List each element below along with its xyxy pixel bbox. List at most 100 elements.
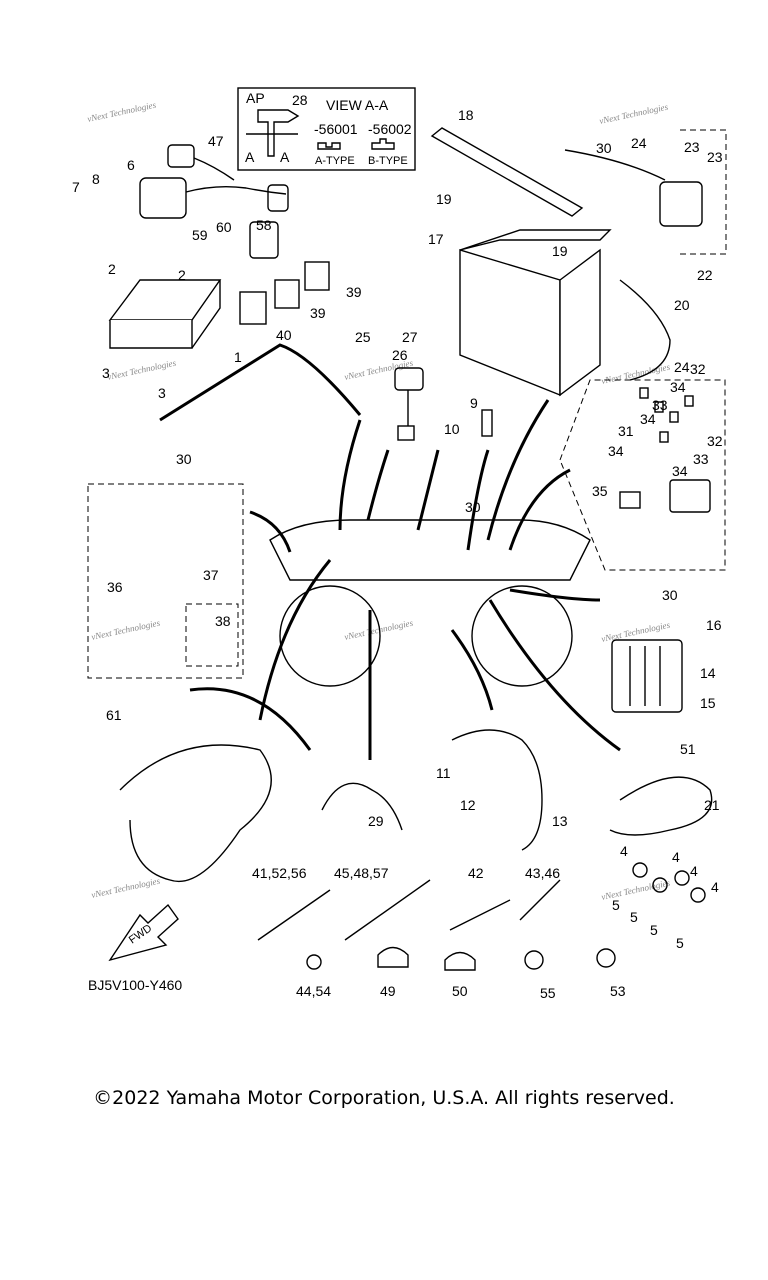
- callout: 27: [402, 329, 418, 345]
- callout: 8: [92, 171, 100, 187]
- watermark: vNext Technologies: [600, 878, 671, 902]
- section-a-right: A: [280, 149, 290, 165]
- copyright-notice: ©2022 Yamaha Motor Corporation, U.S.A. A…: [93, 1087, 675, 1109]
- callout-labels: 1 2 2 3 3 4 4 4 4 5 5 5 5 6 7 8 9 10 11 …: [72, 92, 723, 1001]
- watermark: vNext Technologies: [343, 618, 414, 642]
- callout: 23: [707, 149, 723, 165]
- callout: 50: [452, 983, 468, 999]
- callout: 31: [618, 423, 634, 439]
- view-title: VIEW A-A: [326, 97, 389, 113]
- callout: 53: [610, 983, 626, 999]
- callout: 39: [310, 305, 326, 321]
- callout: 1: [234, 349, 242, 365]
- diagram-code: BJ5V100-Y460: [88, 977, 182, 993]
- callout: 5: [650, 922, 658, 938]
- callout: 4: [620, 843, 628, 859]
- callout: 34: [670, 379, 686, 395]
- section-a-left: A: [245, 149, 255, 165]
- callout: 30: [662, 587, 678, 603]
- callout: 30: [465, 499, 481, 515]
- callout: 61: [106, 707, 122, 723]
- callout: 24: [631, 135, 647, 151]
- callout: 5: [630, 909, 638, 925]
- callout: 55: [540, 985, 556, 1001]
- callout: 2: [178, 267, 186, 283]
- callout: 28: [292, 92, 308, 108]
- callout: 29: [368, 813, 384, 829]
- callout: 4: [672, 849, 680, 865]
- callout: 4: [690, 863, 698, 879]
- callout: 60: [216, 219, 232, 235]
- callout: 24: [674, 359, 690, 375]
- callout: 16: [706, 617, 722, 633]
- callout: 34: [640, 411, 656, 427]
- callout: 23: [684, 139, 700, 155]
- parts-artwork: [108, 127, 713, 971]
- callout: 25: [355, 329, 371, 345]
- callout: 5: [676, 935, 684, 951]
- callout: 32: [690, 361, 706, 377]
- callout: 3: [102, 365, 110, 381]
- callout: 51: [680, 741, 696, 757]
- type-b-label: B-TYPE: [368, 155, 408, 167]
- callout: 34: [672, 463, 688, 479]
- callout: 45,48,57: [334, 865, 389, 881]
- callout: 19: [552, 243, 568, 259]
- callout: 5: [612, 897, 620, 913]
- callout: 30: [596, 140, 612, 156]
- callout: 20: [674, 297, 690, 313]
- leader-lines: [159, 343, 621, 760]
- callout: 59: [192, 227, 208, 243]
- callout: 11: [436, 765, 451, 781]
- callout: 43,46: [525, 865, 560, 881]
- callout: 41,52,56: [252, 865, 307, 881]
- callout: 21: [704, 797, 720, 813]
- callout: 39: [346, 284, 362, 300]
- fwd-label: FWD: [127, 922, 154, 946]
- callout: 4: [711, 879, 719, 895]
- callout: 13: [552, 813, 568, 829]
- callout: 9: [470, 395, 478, 411]
- callout: 18: [458, 107, 474, 123]
- callout: 14: [700, 665, 716, 681]
- callout: 33: [652, 397, 668, 413]
- callout: 40: [276, 327, 292, 343]
- watermark: vNext Technologies: [86, 100, 157, 124]
- key-code-a: -56001: [314, 121, 358, 137]
- callout: 44,54: [296, 983, 331, 999]
- callout: 17: [428, 231, 444, 247]
- callout: 26: [392, 347, 408, 363]
- ap-label: AP: [246, 90, 265, 106]
- type-a-label: A-TYPE: [315, 155, 355, 167]
- callout: 32: [707, 433, 723, 449]
- callout: 10: [444, 421, 460, 437]
- callout: 2: [108, 261, 116, 277]
- watermark: vNext Technologies: [598, 102, 669, 126]
- callout: 36: [107, 579, 123, 595]
- watermark: vNext Technologies: [90, 618, 161, 642]
- callout: 34: [608, 443, 624, 459]
- callout: 15: [700, 695, 716, 711]
- watermarks: vNext Technologies vNext Technologies vN…: [86, 100, 671, 902]
- callout: 6: [127, 157, 135, 173]
- view-aa-box: AP A A VIEW A-A -56001 -56002 A-TYPE B-T…: [237, 87, 416, 171]
- callout: 47: [208, 133, 224, 149]
- callout: 3: [158, 385, 166, 401]
- callout: 35: [592, 483, 608, 499]
- callout: 19: [436, 191, 452, 207]
- callout: 22: [697, 267, 713, 283]
- inset-boxes: [87, 129, 727, 679]
- callout: 30: [176, 451, 192, 467]
- callout: 33: [693, 451, 709, 467]
- callout: 7: [72, 179, 80, 195]
- callout: 58: [256, 217, 272, 233]
- watermark: vNext Technologies: [106, 358, 177, 382]
- callout: 42: [468, 865, 484, 881]
- callout: 49: [380, 983, 396, 999]
- callout: 38: [215, 613, 231, 629]
- watermark: vNext Technologies: [90, 876, 161, 900]
- key-code-b: -56002: [368, 121, 412, 137]
- callout: 12: [460, 797, 476, 813]
- callout: 37: [203, 567, 219, 583]
